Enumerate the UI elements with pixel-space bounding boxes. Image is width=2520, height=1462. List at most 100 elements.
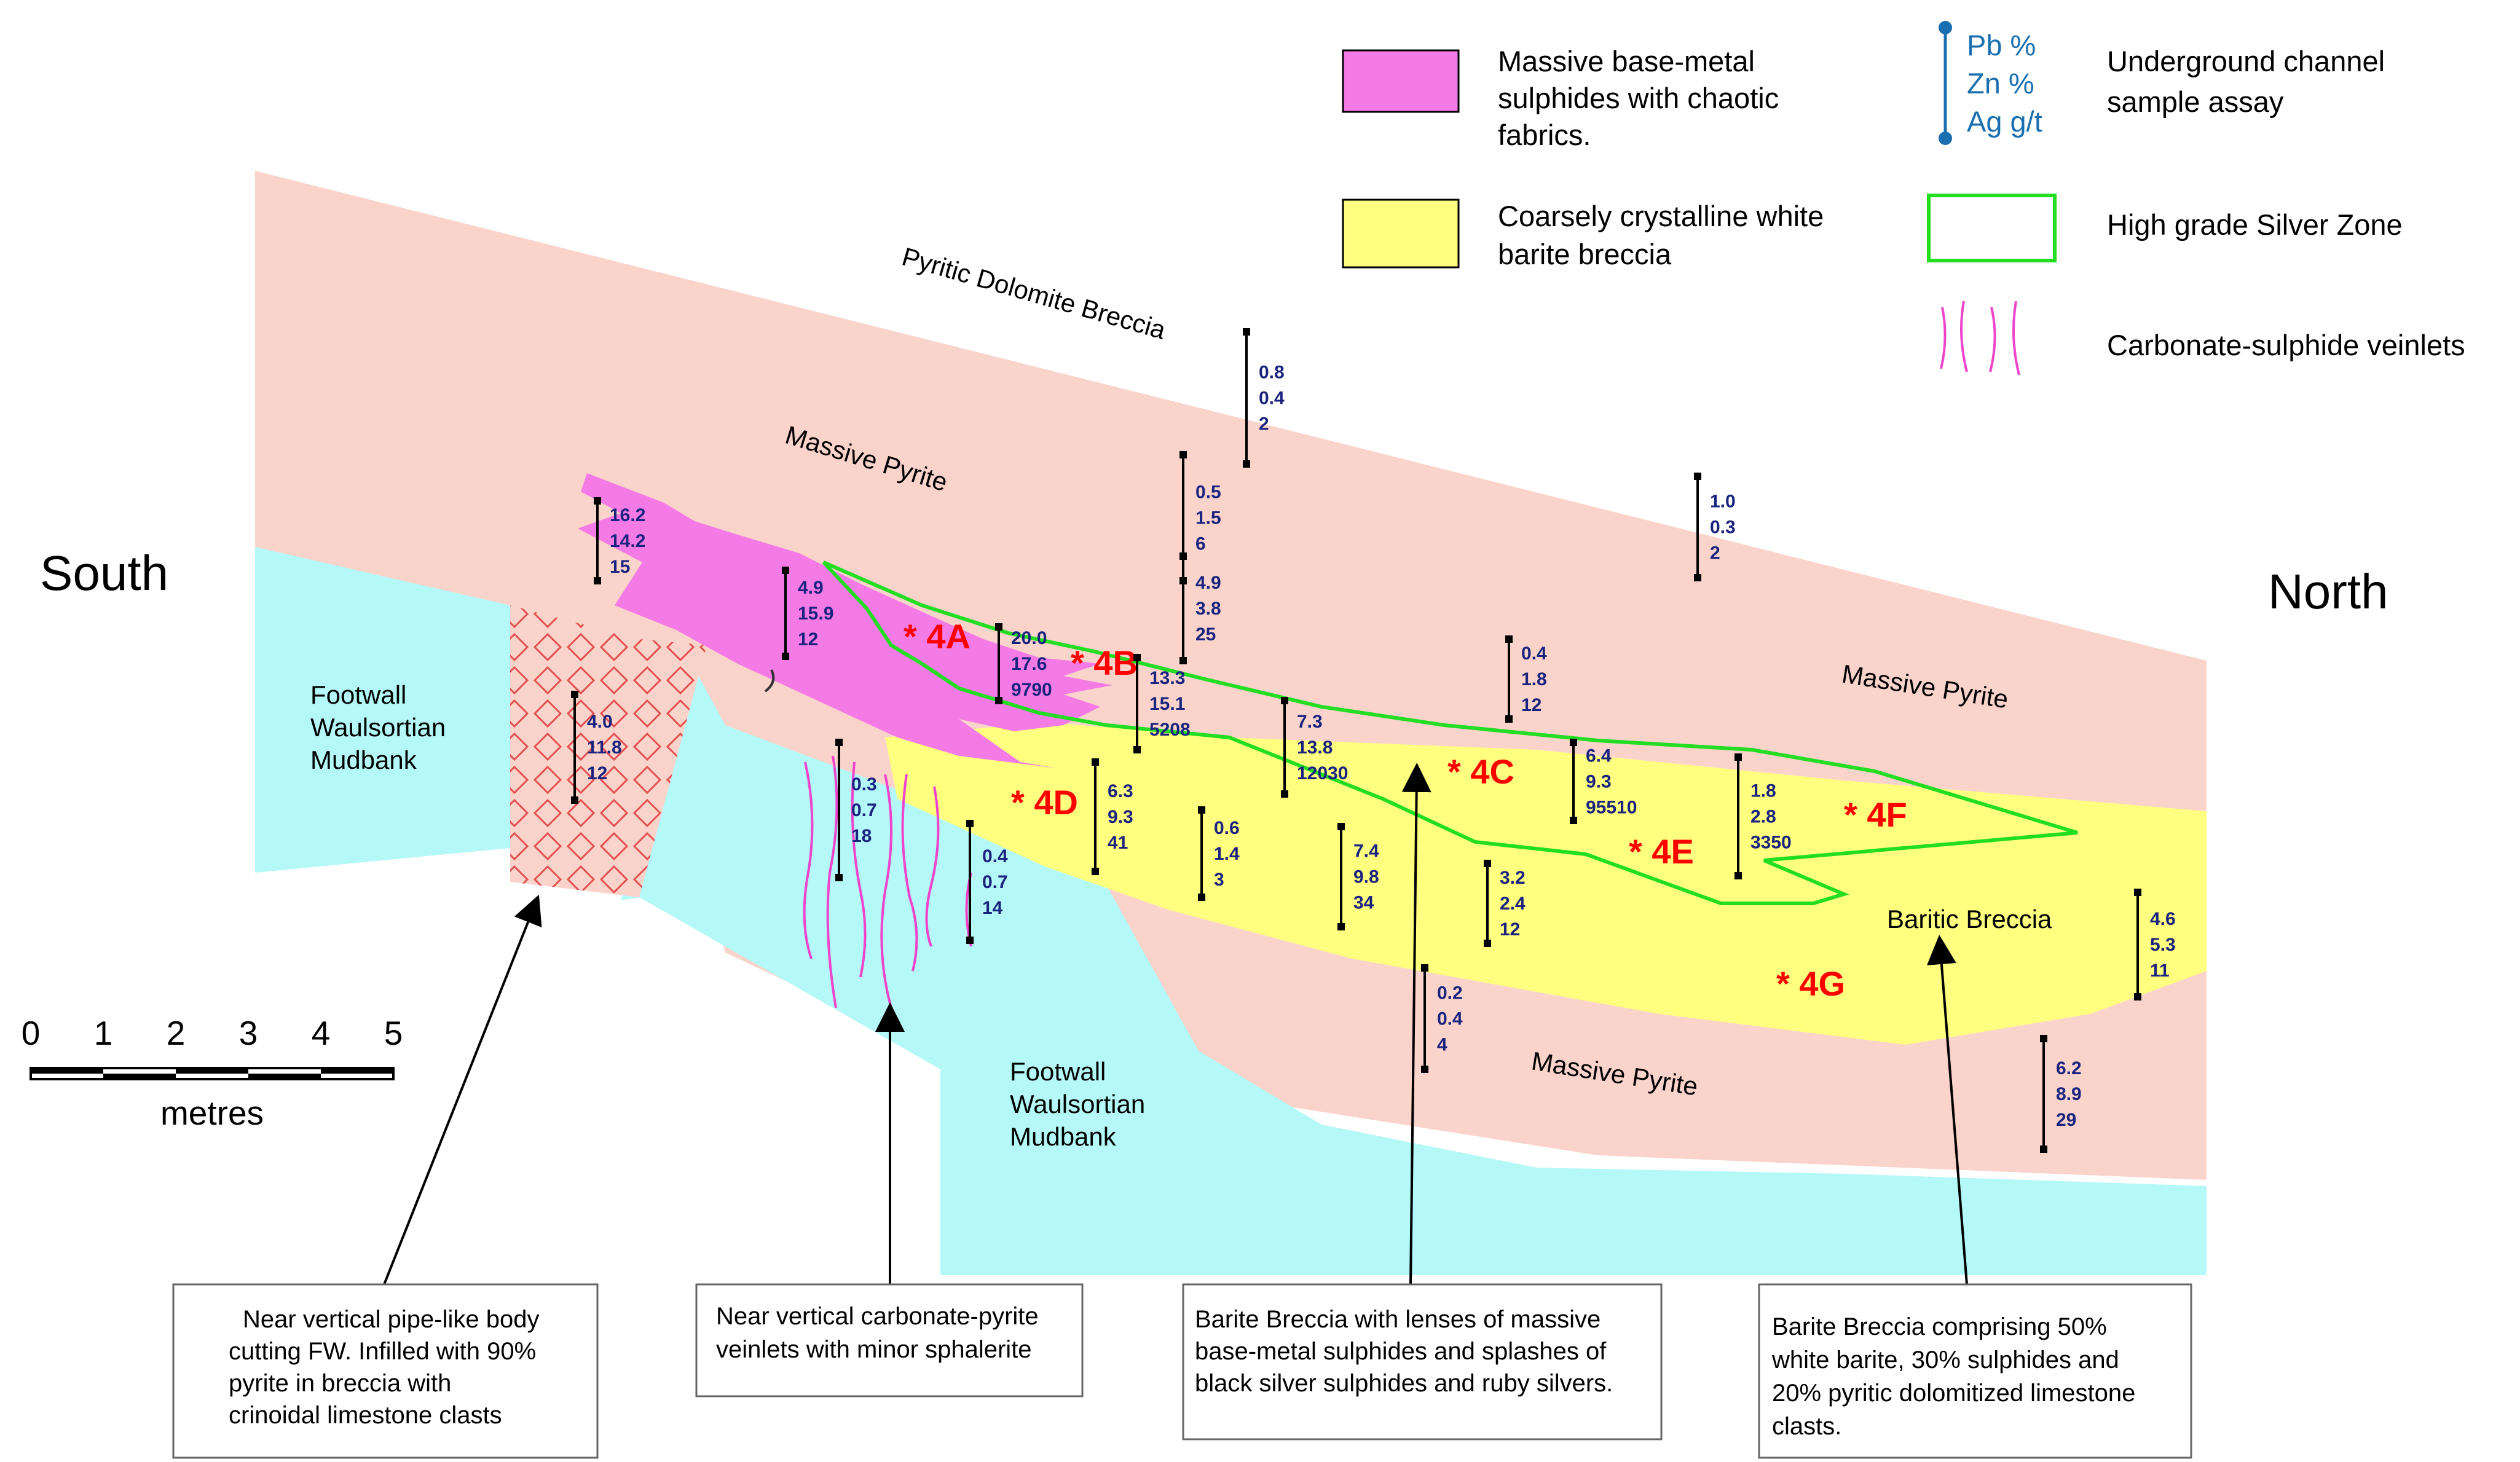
assay-value-ag: 41 [1108,833,1128,853]
assay-value-pb: 0.8 [1259,363,1285,383]
assay-value-zn: 0.3 [1710,517,1736,538]
sample-label-4d: * 4D [1011,783,1078,822]
assay-value-zn: 1.4 [1214,844,1240,864]
legend-assay-key-ag: Ag g/t [1967,105,2042,138]
assay-value-ag: 34 [1353,893,1374,913]
assay-bar-end [1133,654,1141,661]
assay-value-ag: 12030 [1297,763,1348,784]
assay-value-zn: 9.3 [1108,807,1133,827]
assay-value-zn: 11.8 [587,737,622,758]
assay-bar-end [782,567,789,574]
scale-unit-label: metres [160,1094,264,1132]
assay-sample: 0.8 0.4 2 [1243,328,1285,468]
assay-sample: 0.41.812 [1505,635,1547,723]
pyrite-pipe-body [510,605,707,897]
sample-label-4g: * 4G [1776,964,1845,1003]
assay-value-pb: 3.2 [1500,868,1526,888]
assay-bar-end [966,937,974,944]
assay-value-pb: 20.0 [1011,628,1047,648]
legend-veinlets-symbol [1940,301,2020,375]
assay-value-zn: 15.1 [1149,694,1185,714]
assay-value-ag: 15 [610,557,630,577]
assay-value-pb: 0.2 [1437,983,1463,1004]
assay-value-ag: 2 [1259,414,1269,434]
assay-sample: 4.915.912 [782,567,833,660]
assay-bar-end [2040,1146,2047,1153]
assay-sample: 7.4 9.8 34 [1337,823,1379,930]
assay-value-ag: 25 [1195,624,1216,645]
assay-bar-end [1092,868,1099,875]
assay-bar-end [1505,715,1513,723]
assay-value-pb: 7.4 [1353,841,1379,862]
scale-tick: 1 [94,1014,113,1052]
assay-sample: 0.30.718 [835,739,877,881]
assay-bar-end [1243,328,1250,336]
assay-value-pb: 6.4 [1586,746,1612,766]
assay-value-zn: 5.3 [2150,935,2176,955]
legend-assay-key-zn: Zn % [1967,67,2034,100]
assay-value-pb: 4.9 [1195,573,1221,593]
assay-sample: 1.00.32 [1694,473,1736,581]
assay-bar-end [1133,746,1141,753]
footwall-left-unit [255,547,510,873]
assay-bar-end [1337,823,1345,830]
assay-bar-end [1484,940,1491,947]
assay-bar-end [1570,739,1577,746]
assay-bar-end [1421,964,1428,972]
assay-value-pb: 0.4 [1521,643,1547,664]
assay-bar-end [1337,923,1345,930]
assay-value-zn: 9.8 [1353,867,1379,887]
assay-value-pb: 16.2 [610,505,645,525]
assay-value-pb: 13.3 [1149,668,1185,688]
assay-bar-end [1281,697,1288,704]
unit-label-pyritic-dolomite-breccia: Pyritic Dolomite Breccia [899,242,1170,345]
direction-south: South [40,546,168,600]
assay-value-ag: 11 [2150,961,2170,981]
assay-bar-end [1179,552,1187,560]
sample-label-4a: * 4A [904,617,971,656]
sample-label-4e: * 4E [1629,832,1694,871]
scale-tick-labels: 0 1 2 3 4 5 [22,1014,403,1052]
callout-box-veinlets [695,1283,1084,1397]
assay-value-zn: 14.2 [610,531,645,551]
assay-sample: 4.93.825 [1179,552,1221,664]
assay-value-ag: 12 [1521,695,1542,715]
assay-value-zn: 1.5 [1195,508,1221,529]
sample-label-4f: * 4F [1844,795,1907,834]
sample-label-4c: * 4C [1447,752,1514,791]
assay-sample: 4.65.311 [2134,889,2176,1000]
assay-value-pb: 6.3 [1108,781,1133,801]
legend-swatch-barite [1342,198,1460,269]
assay-value-ag: 5208 [1149,720,1191,740]
assay-bar-end [995,697,1002,704]
assay-value-ag: 95510 [1586,798,1637,818]
assay-bar-end [1484,860,1491,867]
legend-silver-zone-label: High grade Silver Zone [2107,208,2403,241]
assay-sample: 0.61.43 [1198,806,1240,901]
high-grade-silver-zone [822,560,2078,905]
carbonate-sulphide-veinlets [803,755,972,1008]
assay-value-zn: 2.4 [1500,894,1526,914]
assay-bar-end [1570,817,1577,824]
assay-value-pb: 1.0 [1710,492,1736,512]
assay-bar-end [1179,657,1187,664]
assay-sample: 6.3 9.3 41 [1092,758,1133,875]
assay-bar-end [2040,1035,2047,1042]
assay-value-ag: 9790 [1011,680,1052,700]
assay-sample: 0.20.44 [1421,964,1463,1073]
assay-bar-end [782,653,789,660]
assay-value-zn: 0.4 [1259,388,1285,409]
assay-bar-end [594,497,601,505]
legend-assay-symbol [1939,21,1952,145]
callout-arrows [383,763,1968,1285]
legend-swatch-sulphides [1342,49,1460,113]
